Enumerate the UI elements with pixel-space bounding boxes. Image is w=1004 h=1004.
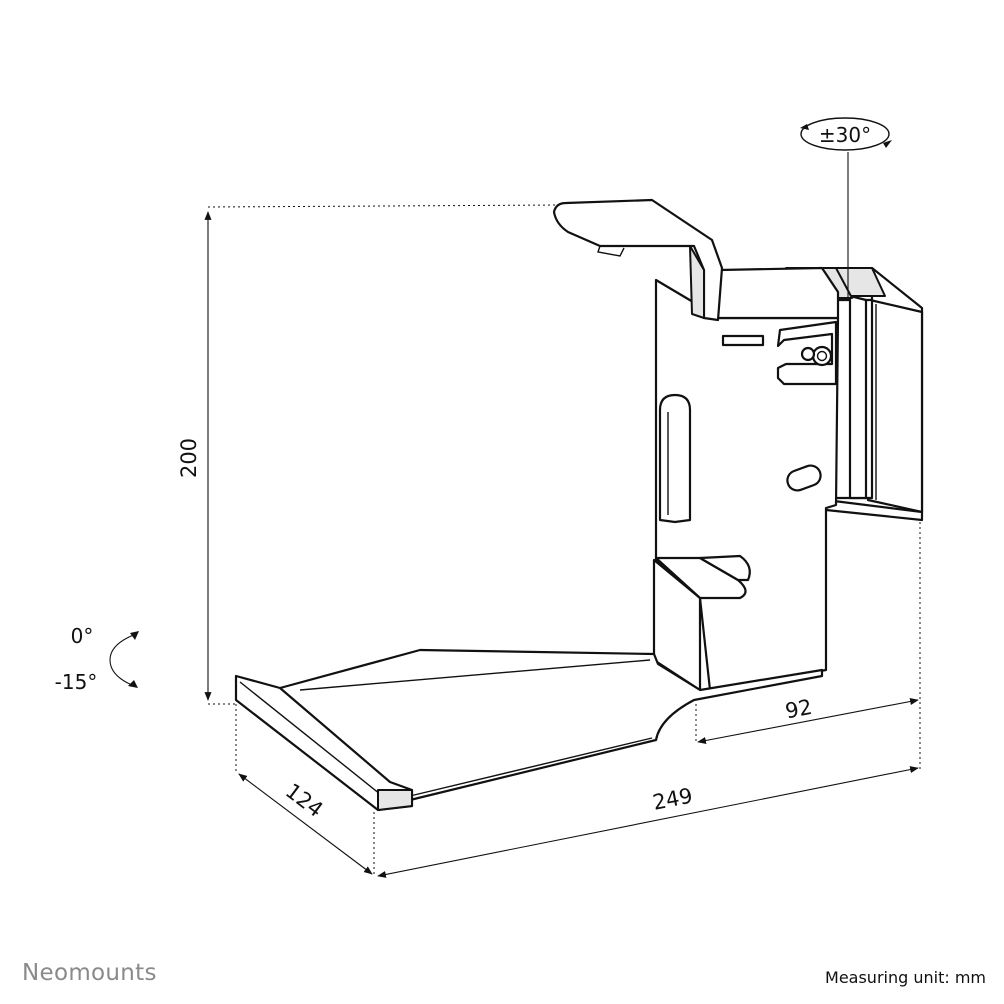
width-label: 249 [651, 784, 695, 815]
top-arm [552, 198, 724, 322]
offset-dimension: 92 [695, 695, 919, 744]
height-dimension: 200 [177, 204, 561, 705]
offset-label: 92 [783, 695, 814, 724]
swivel-indicator: ±30° [800, 117, 892, 298]
height-label: 200 [177, 438, 201, 478]
tilt-bottom-label: -15° [55, 670, 98, 694]
measuring-unit-note: Measuring unit: mm [825, 968, 986, 987]
tilt-rotation-icon [109, 633, 137, 687]
swivel-rotation-icon [800, 117, 890, 151]
tilt-top-label: 0° [71, 624, 94, 648]
brand-logo: Neomounts [22, 960, 157, 986]
swivel-label: ±30° [819, 123, 871, 147]
depth-label: 124 [281, 779, 327, 822]
lower-support [652, 554, 751, 692]
tilt-indicator: 0° -15° [55, 624, 139, 694]
